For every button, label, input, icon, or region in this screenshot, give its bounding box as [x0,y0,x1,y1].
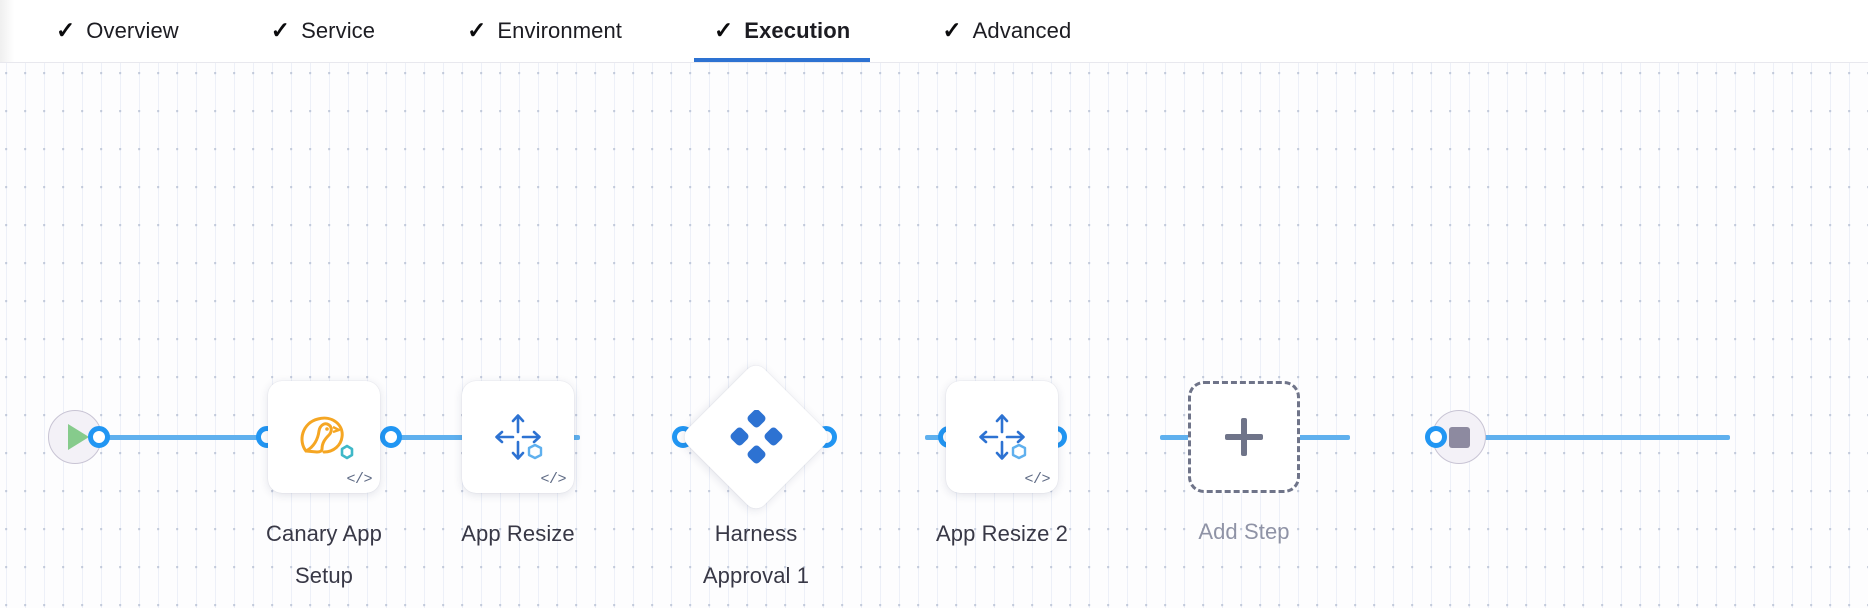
end-node[interactable] [1432,410,1486,464]
add-step-label-text: Add Step [1198,519,1290,544]
tab-advanced[interactable]: ✓ Advanced [922,0,1091,62]
step-label-line: Canary App [266,521,382,546]
execution-flow: </> Canary App Setup [0,63,1868,608]
step-label-line: Approval 1 [702,563,810,588]
step-label-line: App Resize 2 [935,521,1069,546]
code-icon: </> [540,471,566,488]
code-icon: </> [1024,471,1050,488]
pipeline-canvas[interactable]: </> Canary App Setup [0,63,1868,608]
tab-service[interactable]: ✓ Service [251,0,395,62]
check-icon: ✓ [714,16,734,43]
tab-label: Service [301,18,376,43]
tab-overview[interactable]: ✓ Overview [36,0,199,62]
wizard-tab-bar: ✓ Overview ✓ Service ✓ Environment ✓ Exe… [0,0,1868,63]
tab-label: Execution [744,18,851,43]
add-step-button[interactable] [1188,381,1300,493]
add-step-label: Add Step [1129,511,1359,553]
step-label-app-resize-2: App Resize 2 [887,513,1117,555]
step-label-line: App Resize [461,521,575,546]
resize-arrows-icon [462,381,574,493]
step-label-line: Setup [295,563,353,588]
step-node-app-resize-2[interactable]: </> [946,381,1058,493]
connector-dot[interactable] [380,426,402,448]
resize-arrows-icon [946,381,1058,493]
tab-label: Overview [86,18,179,43]
tab-label: Environment [497,18,623,43]
check-icon: ✓ [56,16,76,43]
step-node-canary-app-setup[interactable]: </> [268,381,380,493]
code-icon: </> [346,471,372,488]
canary-bird-icon [268,381,380,493]
step-label-line: Harness [714,521,798,546]
tab-label: Advanced [972,18,1072,43]
tab-environment[interactable]: ✓ Environment [447,0,642,62]
check-icon: ✓ [942,16,962,43]
stop-icon [1448,426,1470,448]
connector-dot[interactable] [88,426,110,448]
step-label-harness-approval-1: Harness Approval 1 [641,513,871,597]
check-icon: ✓ [270,16,291,43]
step-label-canary-app-setup: Canary App Setup [209,513,439,597]
connector-dot[interactable] [1425,426,1447,448]
check-icon: ✓ [467,16,487,43]
plus-icon [1223,416,1265,458]
harness-logo-icon [726,407,786,467]
tab-execution[interactable]: ✓ Execution [694,0,871,62]
step-label-app-resize: App Resize [403,513,633,555]
connector-line [1450,435,1730,440]
play-icon [67,424,89,450]
connector-line [98,435,288,440]
step-node-app-resize[interactable]: </> [462,381,574,493]
